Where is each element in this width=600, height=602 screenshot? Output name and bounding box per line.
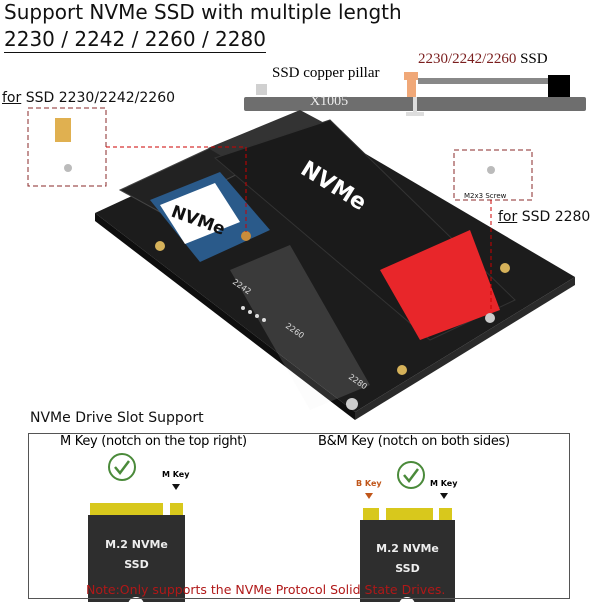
long-ssd-callout: for SSD 2280 bbox=[498, 209, 591, 225]
bm-key-card bbox=[360, 461, 455, 602]
m-key-arrow-icon bbox=[172, 484, 180, 490]
m-key-label: M Key bbox=[162, 470, 190, 479]
ssd-length-label: 2230/2242/2260 SSD bbox=[418, 51, 548, 67]
slot-support-box bbox=[28, 433, 570, 599]
check-icon bbox=[108, 453, 136, 481]
callout-short bbox=[27, 107, 247, 232]
b-key-arrow-icon bbox=[365, 493, 373, 499]
m-key-arrow-icon bbox=[440, 493, 448, 499]
slot-support-title: NVMe Drive Slot Support bbox=[30, 410, 204, 426]
m-key-card bbox=[88, 453, 185, 602]
b-key-label: B Key bbox=[356, 479, 382, 488]
callout-long bbox=[453, 149, 533, 310]
protocol-note: Note:Only supports the NVMe Protocol Sol… bbox=[86, 582, 446, 597]
board: NVMe NVMe 2242 2260 2280 bbox=[95, 110, 575, 420]
short-ssd-callout: for SSD 2230/2242/2260 bbox=[2, 90, 176, 106]
copper-pillar-mounted bbox=[241, 231, 251, 241]
ssd-side bbox=[418, 78, 548, 84]
headline: Support NVMe SSD with multiple length bbox=[4, 0, 402, 24]
pillar-label: SSD copper pillar bbox=[272, 65, 380, 81]
m-key-title: M Key (notch on the top right) bbox=[60, 434, 247, 449]
supported-sizes: 2230 / 2242 / 2260 / 2280 bbox=[4, 27, 266, 53]
m-key-label: M Key bbox=[430, 479, 458, 488]
bm-key-title: B&M Key (notch on both sides) bbox=[318, 434, 510, 449]
side-diagram bbox=[244, 72, 586, 116]
screw-label: M2x3 Screw bbox=[464, 192, 507, 200]
screw-icon bbox=[64, 164, 72, 172]
copper-pillar-icon bbox=[55, 118, 71, 142]
red-sticker bbox=[380, 230, 500, 340]
check-icon bbox=[397, 461, 425, 489]
screw-icon bbox=[487, 166, 495, 174]
board-label: X1005 bbox=[310, 94, 349, 109]
copper-pillar bbox=[404, 72, 418, 80]
